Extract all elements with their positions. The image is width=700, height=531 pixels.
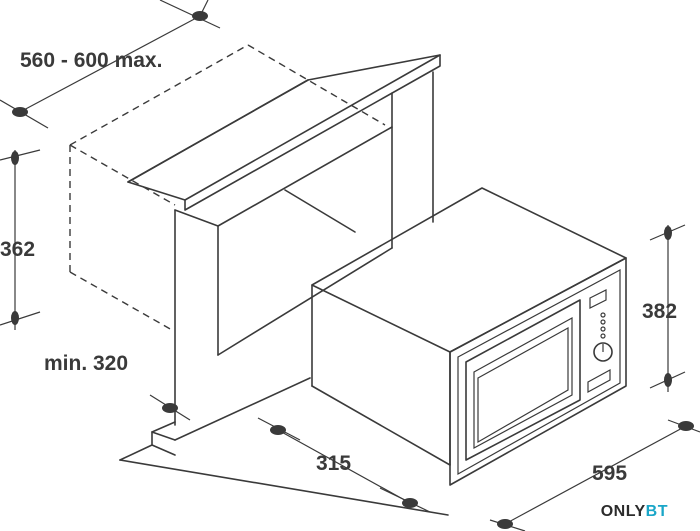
brand-logo: ONLYBT (601, 503, 668, 521)
cabinet-right-panel (391, 71, 434, 249)
label-appliance-depth: 315 (316, 452, 351, 475)
cabinet-outline-dashed (69, 44, 386, 331)
label-cabinet-depth: 560 - 600 max. (20, 49, 162, 72)
control-knob-icon (593, 342, 613, 362)
microwave-body (311, 187, 627, 466)
label-min-depth: min. 320 (44, 352, 128, 375)
label-appliance-height: 382 (642, 300, 677, 323)
cabinet-base (119, 377, 449, 516)
label-niche-height: 362 (0, 238, 35, 261)
dimension-appliance-height: 382 (642, 224, 686, 392)
door-open-button-icon (587, 368, 611, 394)
cabinet-niche (174, 126, 393, 426)
logo-part-1: ONLY (600, 503, 646, 520)
cabinet-top-shelf (127, 54, 441, 211)
dimension-min-depth: min. 320 (44, 352, 191, 421)
microwave-control-panel (587, 289, 613, 394)
microwave-door-window (465, 299, 581, 461)
display-icon (589, 289, 607, 309)
logo-part-2: BT (645, 503, 668, 520)
dimension-cabinet-depth: 560 - 600 max. (0, 0, 221, 129)
label-appliance-width: 595 (592, 462, 627, 485)
microwave-front-frame (449, 257, 627, 486)
dimension-niche-height: 362 (0, 149, 41, 330)
dimension-appliance-depth: 315 (257, 417, 431, 513)
dimension-appliance-width: 595 (489, 419, 700, 531)
